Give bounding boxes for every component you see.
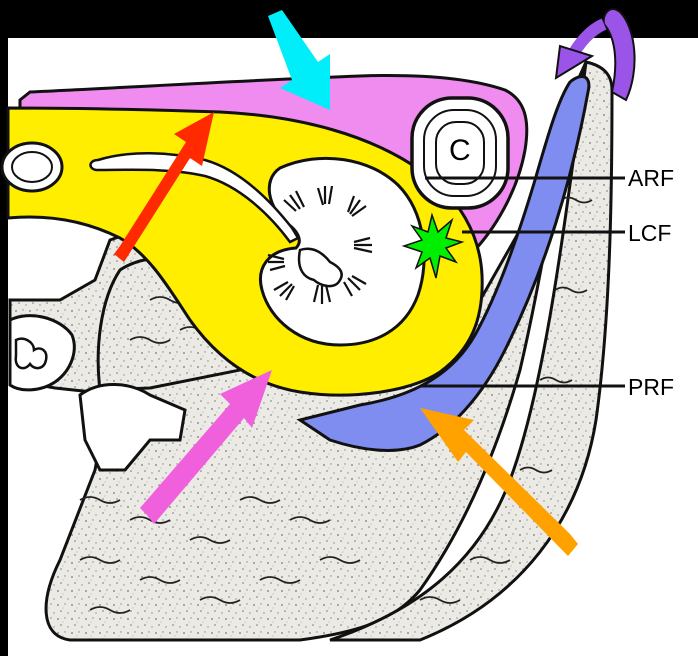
lcf-label: LCF [628,220,671,246]
arf-label: ARF [628,165,674,191]
bowel-loop-inner [12,152,52,182]
prf-label: PRF [628,374,674,400]
colon: C [412,98,508,208]
colon-label: C [449,134,471,167]
kidney [260,158,424,345]
